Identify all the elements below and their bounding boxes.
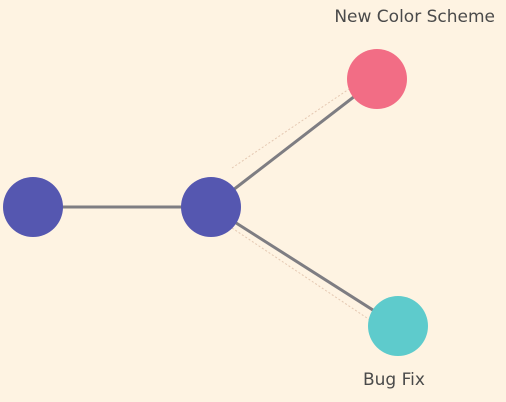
- root-commit-node[interactable]: [3, 177, 63, 237]
- feature-guide-line: [231, 84, 356, 169]
- branch-point-node[interactable]: [181, 177, 241, 237]
- feature-commit-node[interactable]: [347, 49, 407, 109]
- fix-branch-label: Bug Fix: [363, 370, 425, 390]
- edge-merge-to-feature: [210, 77, 378, 209]
- edge-merge-to-fix: [210, 205, 399, 328]
- feature-branch-label: New Color Scheme: [334, 7, 495, 27]
- fix-guide-line: [231, 227, 371, 321]
- fix-commit-node[interactable]: [368, 296, 428, 356]
